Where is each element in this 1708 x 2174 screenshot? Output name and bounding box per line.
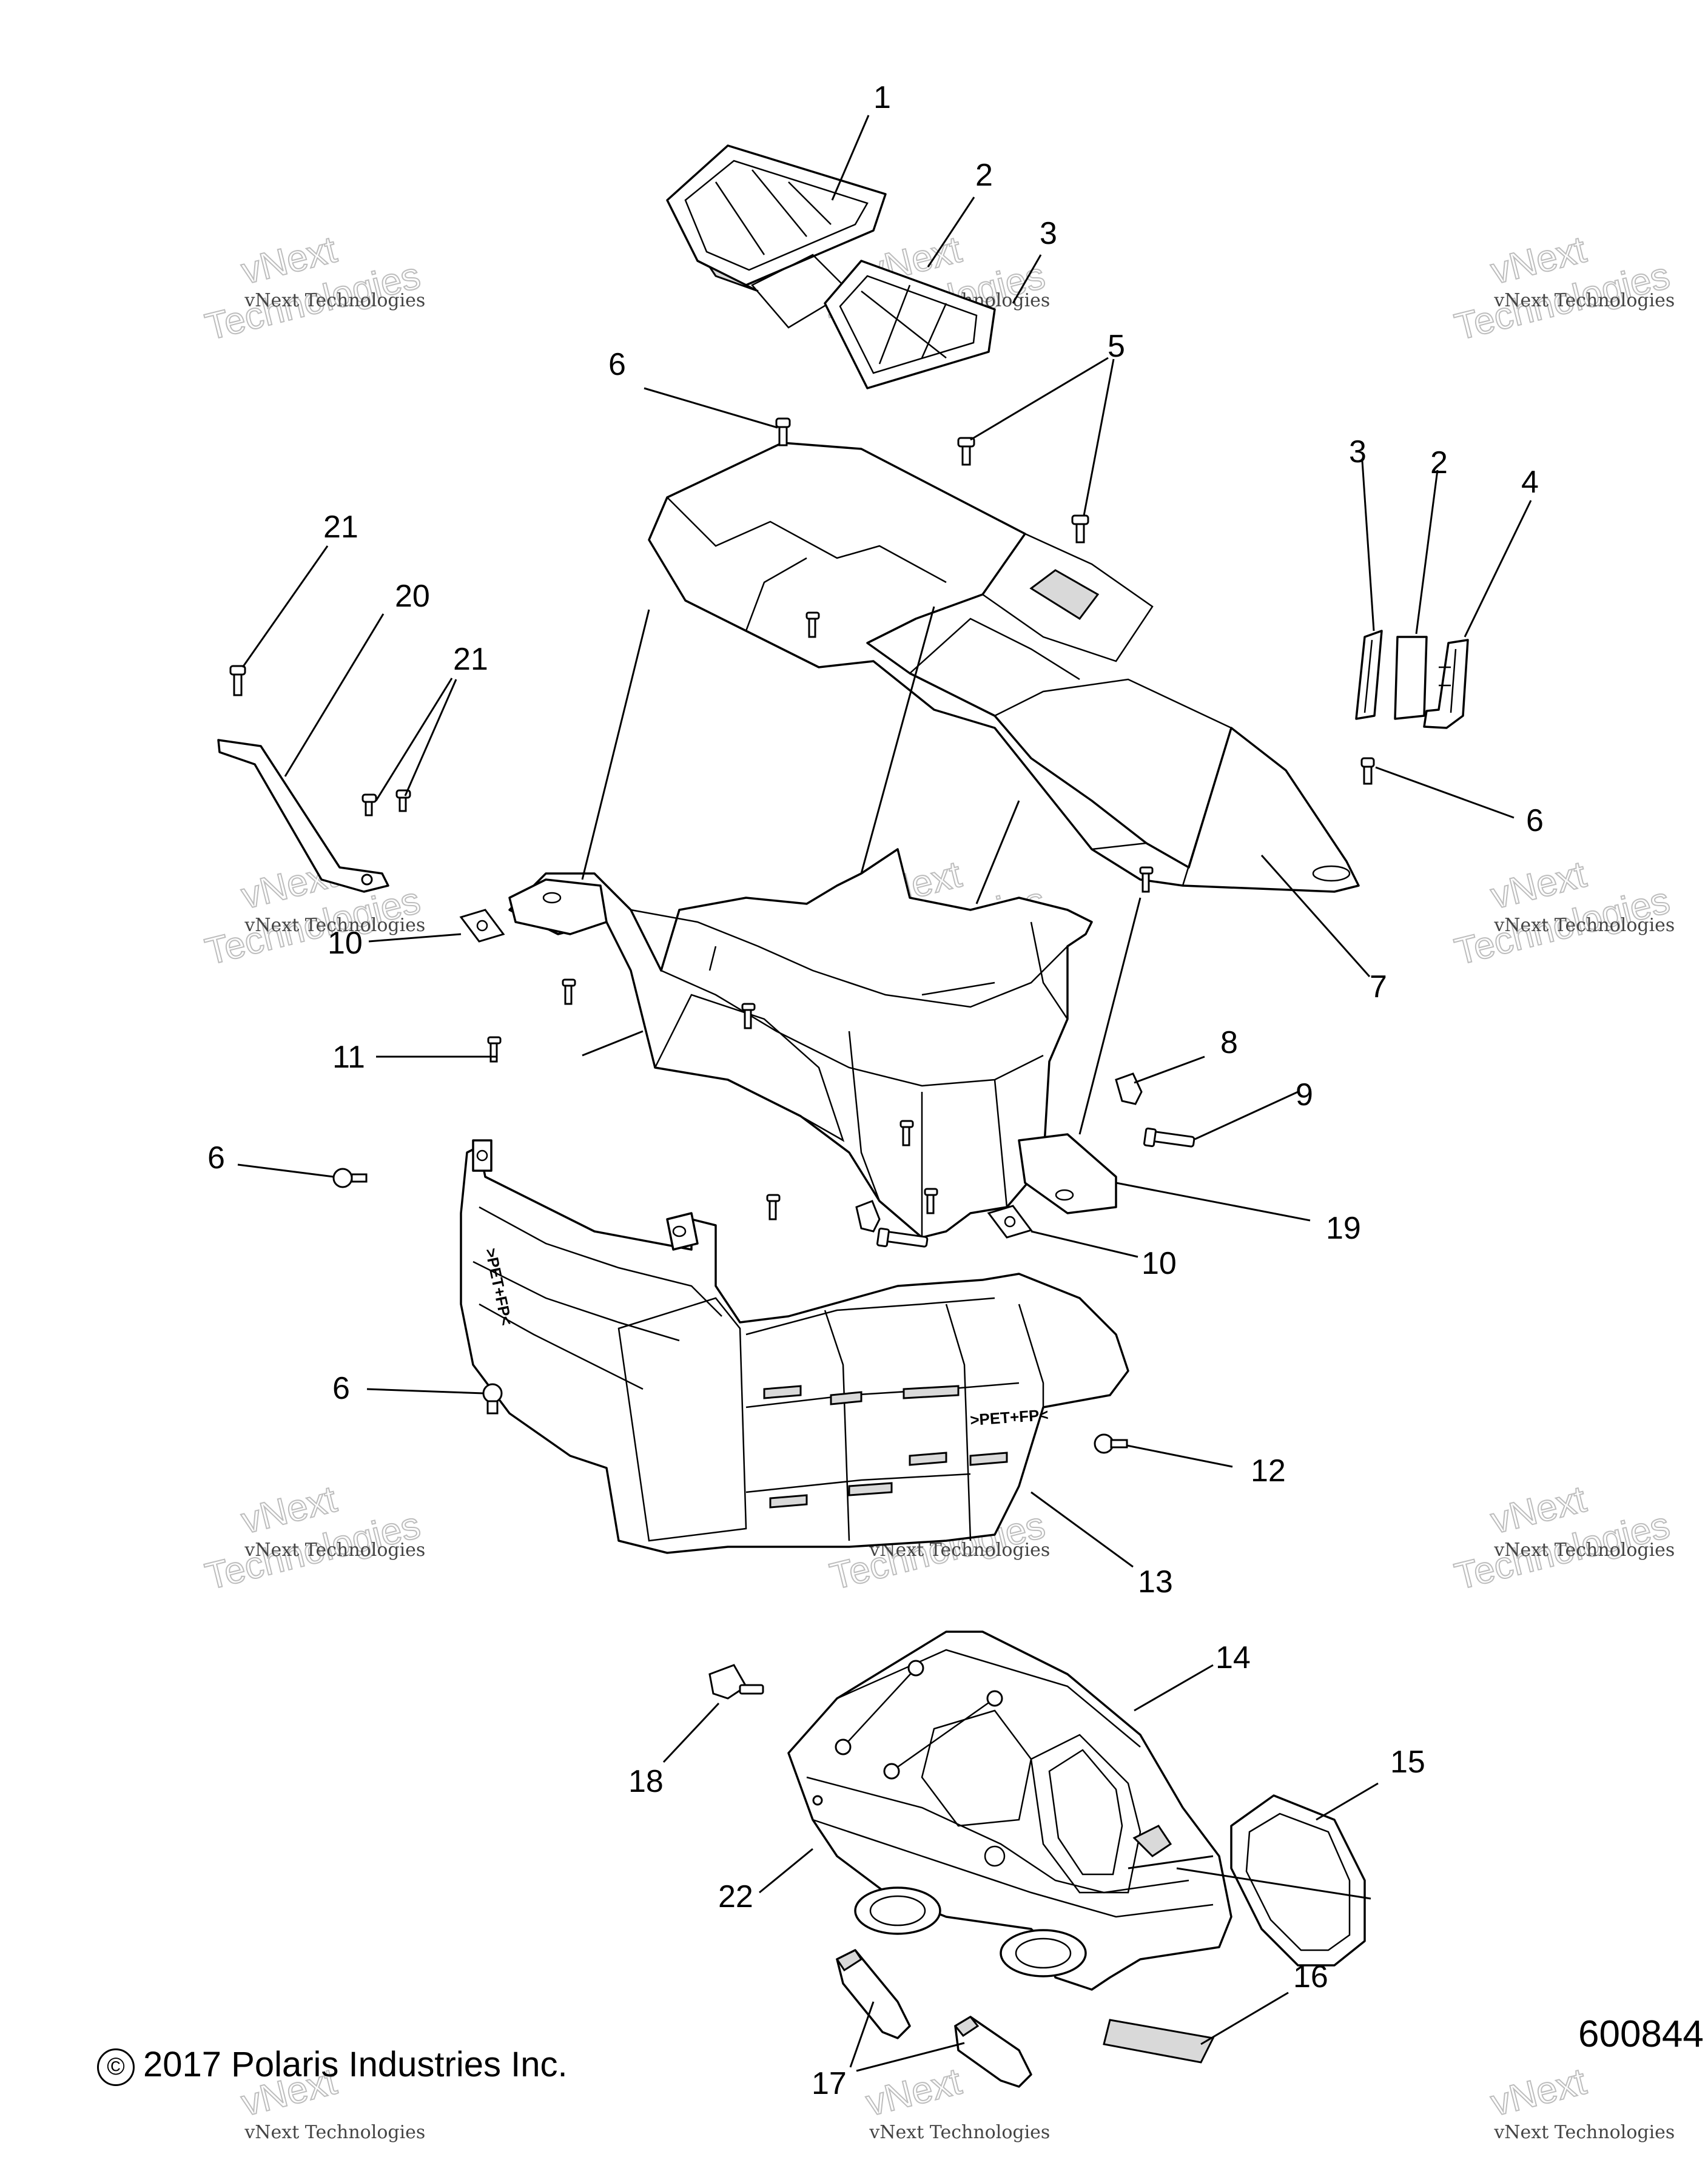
filter-elements	[1355, 630, 1469, 729]
callout: 6	[332, 1371, 350, 1406]
callout: 1	[873, 80, 891, 115]
callout: 21	[323, 510, 358, 545]
upper-intake-duct	[648, 442, 1360, 893]
callout: 4	[1521, 465, 1539, 500]
watermark: vNext vNext Technologies	[1486, 2060, 1675, 2143]
callout: 10	[328, 926, 363, 961]
copyright-icon: ©	[97, 2048, 135, 2086]
callout: 22	[718, 1879, 753, 1914]
clamps	[835, 1949, 1032, 2088]
svg-text:vNext Technologies: vNext Technologies	[1493, 915, 1675, 936]
callout: 3	[1349, 434, 1367, 469]
svg-text:vNext: vNext	[1487, 2061, 1590, 2124]
watermark: vNext Technologies vNext Technologies	[1450, 1478, 1675, 1598]
callout: 6	[1526, 803, 1544, 838]
leader-lines	[237, 115, 1532, 2072]
callout: 18	[628, 1764, 664, 1799]
watermark: vNext Technologies vNext Technologies	[201, 228, 426, 349]
reference-code: 600844	[1578, 2013, 1704, 2055]
callout: 5	[1108, 329, 1125, 364]
inlet-screen-assembly	[666, 144, 996, 389]
callout: 21	[453, 642, 488, 677]
svg-text:vNext Technologies: vNext Technologies	[1493, 2122, 1675, 2143]
callout: 19	[1326, 1211, 1361, 1246]
callout: 6	[207, 1140, 225, 1176]
callout: 3	[1040, 216, 1057, 251]
watermark: vNext Technologies vNext Technologies	[1450, 228, 1675, 349]
callout: 14	[1215, 1640, 1251, 1675]
callout: 11	[332, 1040, 365, 1075]
air-box	[787, 1630, 1232, 1991]
seal-ring	[1230, 1794, 1366, 1967]
callout: 13	[1138, 1564, 1173, 1600]
callout: 17	[812, 2066, 847, 2101]
callout: 8	[1220, 1025, 1238, 1060]
callout: 20	[395, 579, 430, 614]
callout: 10	[1141, 1246, 1177, 1281]
callout: 16	[1293, 1959, 1328, 1994]
svg-text:vNext Technologies: vNext Technologies	[244, 915, 425, 936]
svg-text:vNext Technologies: vNext Technologies	[244, 1540, 425, 1561]
lower-intake-duct: >PET+FP< >PET+FP<	[460, 1139, 1129, 1554]
intake-housing	[508, 848, 1117, 1239]
bracket	[217, 739, 389, 893]
watermark: vNext Technologies vNext Technologies	[201, 1478, 426, 1598]
svg-text:vNext Technologies: vNext Technologies	[244, 290, 425, 311]
callout: 9	[1296, 1077, 1313, 1112]
watermark: vNext Technologies vNext Technologies	[1450, 853, 1675, 974]
copyright-text: 2017 Polaris Industries Inc.	[143, 2045, 568, 2084]
callout: 6	[608, 347, 626, 382]
callout: 12	[1251, 1453, 1286, 1489]
svg-text:vNext Technologies: vNext Technologies	[1493, 1540, 1675, 1561]
callout: 2	[1430, 445, 1448, 480]
callout: 7	[1370, 969, 1387, 1005]
svg-text:vNext Technologies: vNext Technologies	[244, 2122, 425, 2143]
hardware	[229, 417, 1375, 1806]
callout: 15	[1390, 1745, 1425, 1780]
copyright-notice: ©2017 Polaris Industries Inc.	[97, 2044, 568, 2086]
svg-text:vNext Technologies: vNext Technologies	[1493, 290, 1675, 311]
foam-pad	[1103, 2019, 1215, 2064]
callout-labels: 1 2 3 6 5 3 2 4 21 20 21 6 10 7 11 8 9 6…	[207, 80, 1544, 2101]
svg-text:vNext Technologies: vNext Technologies	[869, 2122, 1050, 2143]
svg-text:vNext: vNext	[862, 2061, 965, 2124]
callout: 2	[975, 158, 993, 193]
